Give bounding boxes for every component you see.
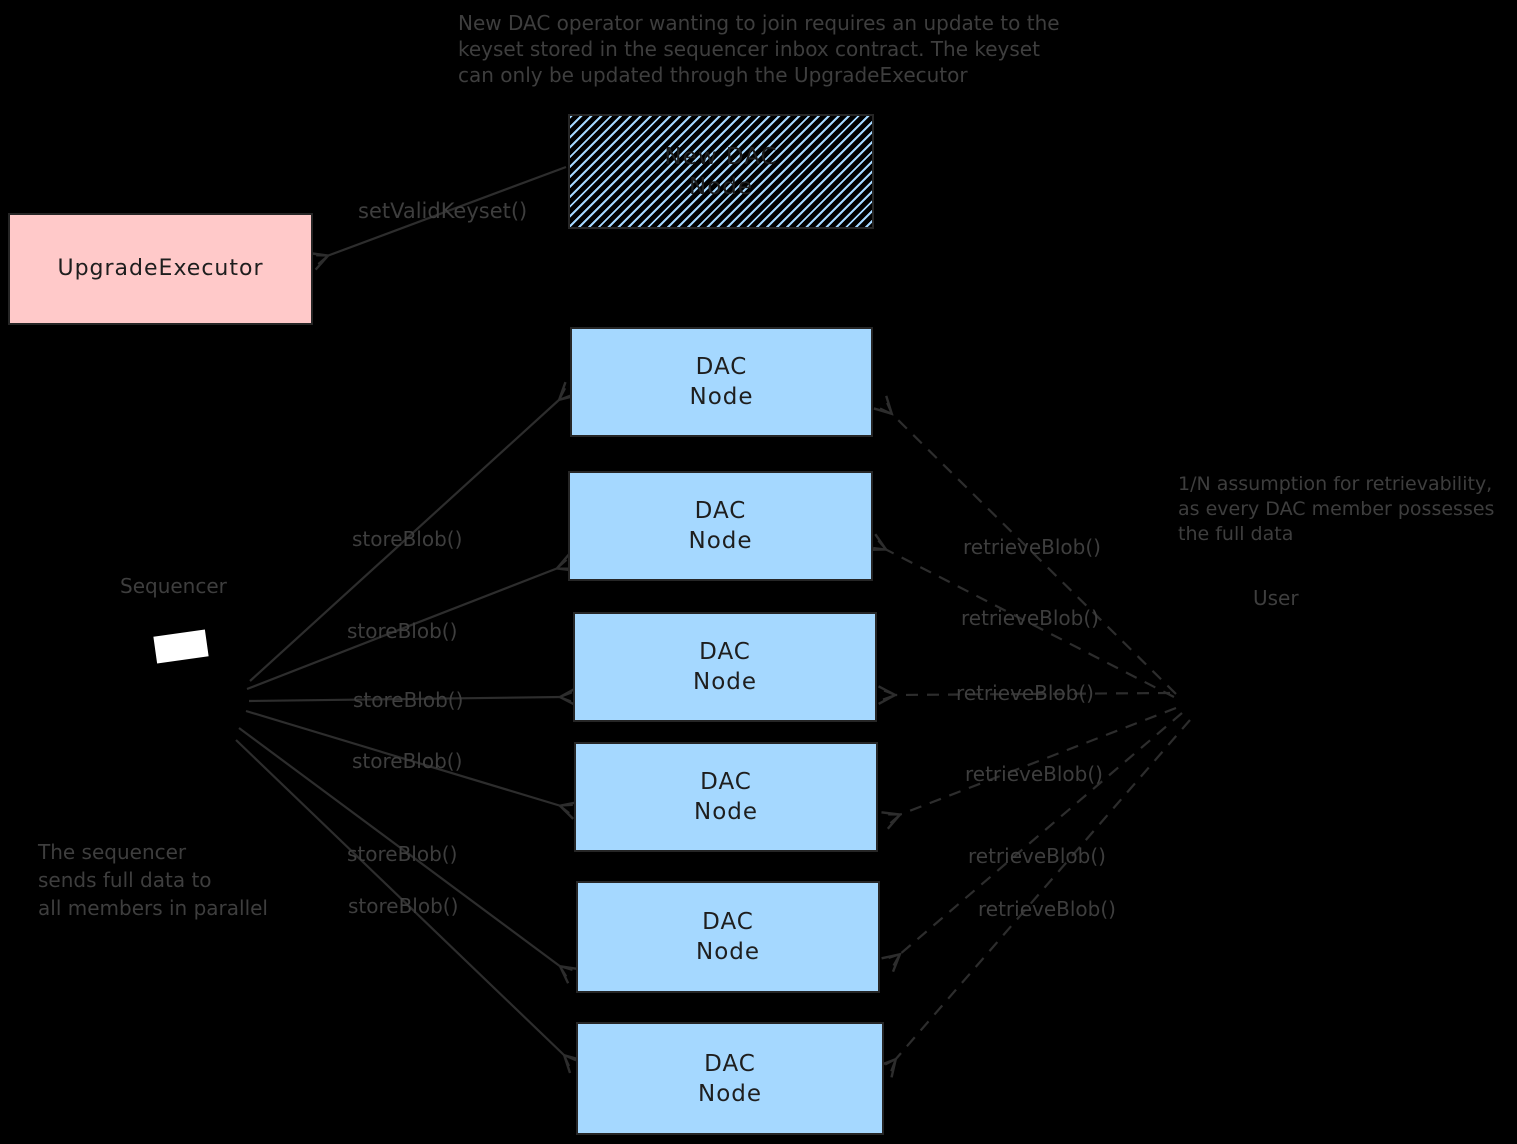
dac-node-label-line2: Node	[688, 528, 753, 554]
sequencer-label: Sequencer	[120, 574, 227, 598]
edge-label-store-blob-1: storeBlob()	[352, 527, 463, 551]
dac-node-box-4: DAC Node	[574, 742, 878, 852]
dac-node-box-3: DAC Node	[573, 612, 877, 722]
edge-label-store-blob-2: storeBlob()	[347, 619, 458, 643]
edge-label-store-blob-5: storeBlob()	[347, 842, 458, 866]
dac-node-label-line2: Node	[693, 799, 759, 825]
note-line: all members in parallel	[38, 896, 268, 920]
dac-node-label-line1: DAC	[694, 498, 747, 524]
set-valid-keyset-arrow	[327, 165, 567, 256]
dac-node-box-5: DAC Node	[576, 881, 880, 993]
dac-node-box-6: DAC Node	[576, 1022, 884, 1135]
edge-label-retrieve-blob-4: retrieveBlob()	[965, 762, 1103, 786]
dac-node-box-1: DAC Node	[570, 327, 873, 437]
edge-label-retrieve-blob-3: retrieveBlob()	[956, 681, 1094, 705]
retrieve-blob-arrow-1	[891, 413, 1177, 695]
store-blob-arrow-5	[238, 727, 561, 967]
note-line: the full data	[1178, 523, 1294, 545]
store-blob-arrow-6	[235, 739, 565, 1056]
dac-node-box-2: DAC Node	[568, 471, 873, 581]
dac-node-label-line2: Node	[692, 669, 758, 695]
dac-node-label-line1: DAC	[702, 909, 754, 935]
note-line: The sequencer	[38, 840, 187, 864]
edge-label-store-blob-4: storeBlob()	[352, 749, 463, 773]
note-line: keyset stored in the sequencer inbox con…	[458, 37, 1040, 61]
edge-label-retrieve-blob-6: retrieveBlob()	[978, 897, 1116, 921]
store-blob-arrow-3	[248, 697, 561, 701]
retrieve-blob-arrow-4	[899, 706, 1177, 815]
store-blob-arrow-2	[246, 568, 558, 691]
dac-node-label-line1: DAC	[704, 1050, 756, 1077]
dac-node-label-line1: DAC	[700, 769, 752, 795]
note-new-dac-operator: New DAC operator wanting to join require…	[458, 10, 1060, 88]
retrieve-blob-arrow-3	[894, 693, 1171, 695]
upgrade-executor-box: UpgradeExecutor	[8, 213, 313, 325]
dac-node-label-line2: Node	[689, 384, 754, 410]
note-line: 1/N assumption for retrievability,	[1178, 473, 1493, 495]
dac-node-label-line2: Node	[695, 939, 761, 965]
note-sequencer-parallel: The sequencer sends full data to all mem…	[38, 838, 268, 922]
new-dac-node-label-line1: New DAC	[664, 143, 778, 170]
user-label: User	[1253, 586, 1299, 610]
edge-label-retrieve-blob-5: retrieveBlob()	[968, 844, 1106, 868]
note-line: New DAC operator wanting to join require…	[458, 11, 1060, 35]
edge-label-store-blob-6: storeBlob()	[348, 894, 459, 918]
note-line: sends full data to	[38, 868, 212, 892]
note-retrievability: 1/N assumption for retrievability, as ev…	[1178, 472, 1494, 547]
edge-label-set-valid-keyset: setValidKeyset()	[358, 199, 528, 223]
edge-label-store-blob-3: storeBlob()	[353, 688, 464, 712]
new-dac-node-label-line2: Node	[688, 173, 754, 200]
dac-node-label-line1: DAC	[695, 354, 748, 380]
dac-node-label-line1: DAC	[699, 639, 751, 665]
note-line: as every DAC member possesses	[1178, 498, 1495, 520]
edge-label-retrieve-blob-2: retrieveBlob()	[961, 606, 1099, 630]
note-line: can only be updated through the UpgradeE…	[458, 63, 968, 87]
new-dac-node-box: New DAC Node	[568, 114, 874, 229]
store-blob-arrow-4	[245, 709, 561, 806]
edge-label-retrieve-blob-1: retrieveBlob()	[963, 535, 1101, 559]
store-blob-arrow-1	[249, 399, 560, 682]
dac-node-label-line2: Node	[697, 1080, 763, 1107]
upgrade-executor-label: UpgradeExecutor	[57, 256, 264, 281]
